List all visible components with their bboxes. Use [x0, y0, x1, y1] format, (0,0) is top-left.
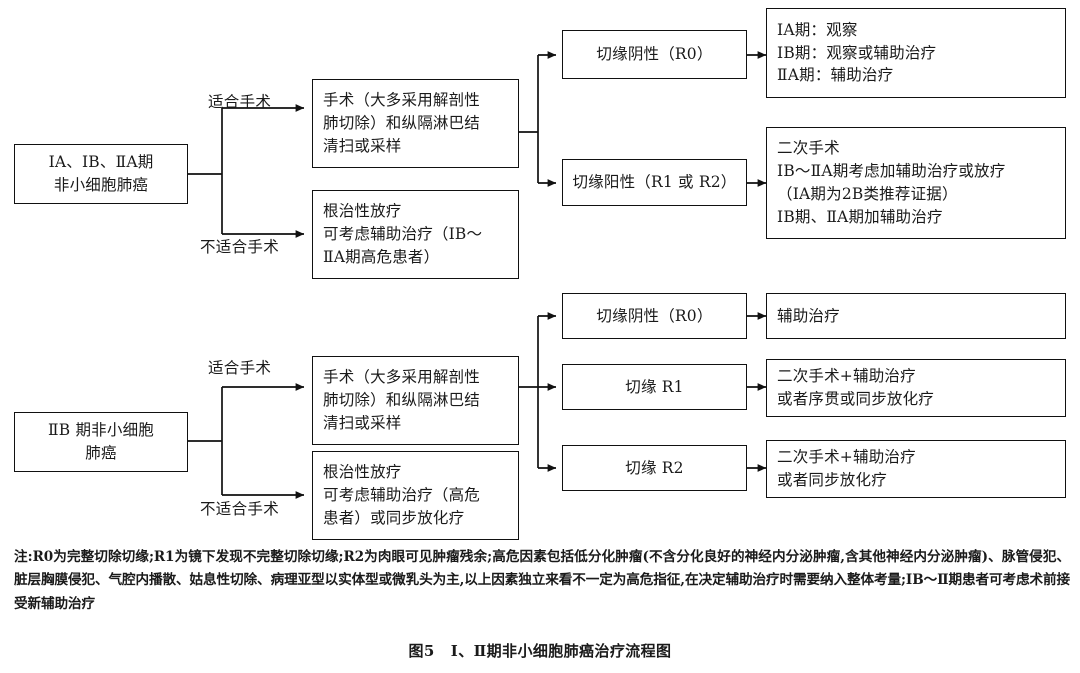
node-margin-positive-top: 切缘阳性（R1 或 R2）	[562, 159, 747, 206]
node-line: 切缘 R2	[625, 458, 684, 477]
node-margin-negative-top: 切缘阴性（R0）	[562, 30, 747, 79]
node-line: 清扫或采样	[323, 136, 402, 155]
node-margin-r0-bottom: 切缘阴性（R0）	[562, 293, 747, 339]
node-line: 肺切除）和纵隔淋巴结	[323, 114, 481, 133]
node-line: 患者）或同步放化疗	[323, 508, 465, 527]
node-line: 二次手术+辅助治疗	[777, 448, 916, 467]
node-outcome-margin-negative-top: ⅠA期：观察 ⅠB期：观察或辅助治疗 ⅡA期：辅助治疗	[766, 8, 1066, 98]
node-stage1a-1b-2a-start: ⅠA、ⅠB、ⅡA期 非小细胞肺癌	[14, 144, 188, 204]
node-line: 清扫或采样	[323, 413, 402, 432]
node-radiotherapy-top: 根治性放疗 可考虑辅助治疗（ⅠB～ ⅡA期高危患者）	[312, 190, 519, 279]
node-line: 可考虑辅助治疗（高危	[323, 486, 481, 505]
footnote-text: 注:R0为完整切除切缘;R1为镜下发现不完整切除切缘;R2为肉眼可见肿瘤残余;高…	[14, 549, 1070, 612]
node-line: （ⅠA期为2B类推荐证据）	[777, 185, 958, 203]
node-line: 或者同步放化疗	[777, 471, 887, 489]
node-line: ⅠB期：观察或辅助治疗	[777, 43, 937, 62]
node-line: 手术（大多采用解剖性	[323, 91, 481, 110]
node-margin-r2-bottom: 切缘 R2	[562, 445, 747, 491]
node-line: 切缘阴性（R0）	[596, 306, 713, 325]
node-line: 根治性放疗	[323, 202, 402, 221]
node-outcome-r2-bottom: 二次手术+辅助治疗 或者同步放化疗	[766, 440, 1066, 498]
node-line: 切缘阴性（R0）	[596, 45, 713, 64]
edge-label-not-eligible-top: 不适合手术	[200, 238, 280, 256]
figure-caption: 图5 Ⅰ、Ⅱ期非小细胞肺癌治疗流程图	[0, 640, 1080, 661]
node-outcome-r1-bottom: 二次手术+辅助治疗 或者序贯或同步放化疗	[766, 359, 1066, 417]
node-line: 可考虑辅助治疗（ⅠB～	[323, 225, 483, 244]
node-line: 二次手术+辅助治疗	[777, 367, 916, 386]
node-line: ⅠB期、ⅡA期加辅助治疗	[777, 207, 943, 226]
edge-label-eligible-bottom: 适合手术	[208, 359, 272, 377]
node-outcome-margin-positive-top: 二次手术 ⅠB～ⅡA期考虑加辅助治疗或放疗 （ⅠA期为2B类推荐证据） ⅠB期、…	[766, 127, 1066, 239]
node-line: 或者序贯或同步放化疗	[777, 390, 935, 408]
node-line: 切缘阳性（R1 或 R2）	[572, 173, 737, 192]
node-line: 根治性放疗	[323, 463, 402, 482]
node-surgery-bottom: 手术（大多采用解剖性 肺切除）和纵隔淋巴结 清扫或采样	[312, 356, 519, 445]
node-line: ⅡA期：辅助治疗	[777, 66, 894, 85]
edge-label-not-eligible-bottom: 不适合手术	[200, 500, 280, 518]
node-radiotherapy-bottom: 根治性放疗 可考虑辅助治疗（高危 患者）或同步放化疗	[312, 451, 519, 540]
node-line: 切缘 R1	[625, 377, 684, 396]
node-stage2b-start: ⅡB 期非小细胞 肺癌	[14, 412, 188, 472]
node-line: 肺切除）和纵隔淋巴结	[323, 391, 481, 410]
node-line: 辅助治疗	[777, 306, 840, 325]
node-line: 非小细胞肺癌	[53, 176, 149, 194]
node-surgery-top: 手术（大多采用解剖性 肺切除）和纵隔淋巴结 清扫或采样	[312, 79, 519, 168]
node-line: ⅡA期高危患者）	[323, 247, 440, 266]
node-outcome-r0-bottom: 辅助治疗	[766, 293, 1066, 339]
figure-footnote: 注:R0为完整切除切缘;R1为镜下发现不完整切除切缘;R2为肉眼可见肿瘤残余;高…	[14, 546, 1070, 616]
node-line: 二次手术	[777, 139, 840, 158]
node-line: ⅠA期：观察	[777, 20, 858, 39]
node-margin-r1-bottom: 切缘 R1	[562, 364, 747, 410]
node-line: ⅠA、ⅠB、ⅡA期	[48, 153, 154, 172]
node-line: ⅠB～ⅡA期考虑加辅助治疗或放疗	[777, 162, 1006, 181]
figure-caption-title: Ⅰ、Ⅱ期非小细胞肺癌治疗流程图	[450, 642, 672, 660]
node-line: ⅡB 期非小细胞	[48, 421, 154, 440]
node-line: 手术（大多采用解剖性	[323, 368, 481, 387]
figure-caption-number: 图5	[408, 642, 435, 660]
node-line: 肺癌	[85, 444, 117, 462]
edge-label-eligible-top: 适合手术	[208, 93, 272, 111]
